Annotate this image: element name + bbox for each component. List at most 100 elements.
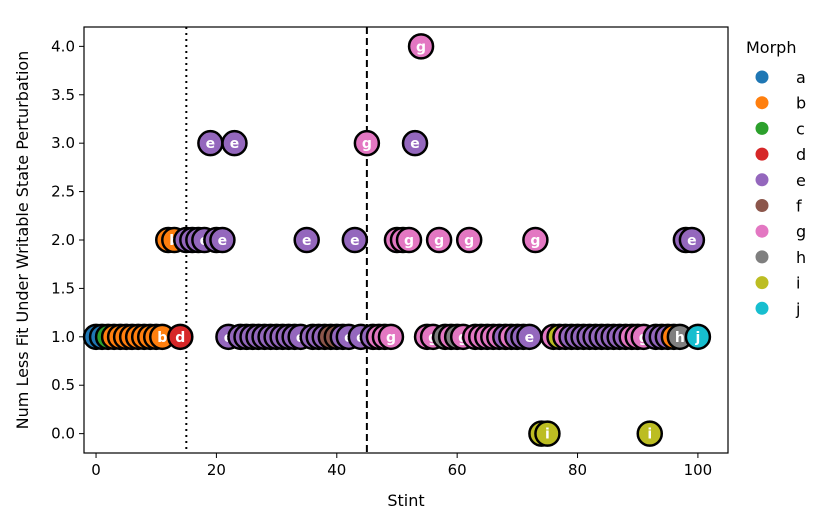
data-point: e bbox=[209, 226, 236, 254]
legend-marker-d bbox=[755, 147, 769, 161]
data-point: e bbox=[401, 129, 429, 157]
point-label: h bbox=[675, 330, 685, 346]
point-label: g bbox=[362, 136, 372, 152]
point-label: e bbox=[687, 233, 697, 249]
legend-label-b: b bbox=[796, 94, 806, 113]
point-marker bbox=[684, 323, 712, 351]
point-label: b bbox=[157, 330, 167, 346]
y-tick-label: 0.5 bbox=[51, 376, 75, 394]
legend-marker-j bbox=[755, 301, 769, 315]
legend-label-e: e bbox=[796, 171, 806, 190]
y-tick-label: 3.5 bbox=[51, 86, 75, 104]
point-label: e bbox=[218, 233, 228, 249]
point-label: e bbox=[230, 136, 240, 152]
x-axis-ticks: 0 20 40 60 80 100 bbox=[91, 453, 712, 479]
legend-label-h: h bbox=[796, 248, 806, 267]
data-point: i bbox=[636, 420, 664, 447]
legend-label-f: f bbox=[796, 197, 802, 216]
point-label: e bbox=[302, 233, 312, 249]
legend-label-c: c bbox=[796, 119, 805, 138]
y-tick-label: 2.0 bbox=[51, 231, 75, 249]
data-point: g bbox=[522, 226, 549, 254]
point-marker bbox=[209, 226, 236, 254]
y-tick-label: 4.0 bbox=[51, 37, 75, 55]
data-point: e bbox=[221, 129, 248, 157]
legend-marker-b bbox=[755, 96, 769, 110]
legend-label-d: d bbox=[796, 145, 806, 164]
data-point: g bbox=[425, 226, 453, 254]
point-marker bbox=[341, 226, 369, 254]
legend-marker-g bbox=[755, 224, 769, 238]
x-tick-label: 0 bbox=[91, 461, 101, 479]
y-tick-label: 3.0 bbox=[51, 134, 75, 152]
legend-marker-i bbox=[755, 276, 769, 290]
point-marker bbox=[678, 226, 706, 254]
data-point: b bbox=[148, 323, 176, 351]
x-tick-label: 20 bbox=[207, 461, 226, 479]
point-label: i bbox=[545, 427, 550, 443]
data-point: g bbox=[455, 226, 483, 254]
data-point: g bbox=[377, 323, 405, 351]
x-tick-label: 80 bbox=[568, 461, 587, 479]
x-axis-title: Stint bbox=[387, 491, 424, 510]
point-label: g bbox=[464, 233, 474, 249]
point-label: g bbox=[416, 39, 426, 55]
y-tick-label: 1.5 bbox=[51, 279, 75, 297]
y-tick-label: 2.5 bbox=[51, 183, 75, 201]
legend-label-a: a bbox=[796, 68, 806, 87]
legend-label-g: g bbox=[796, 222, 806, 241]
data-point: e bbox=[678, 226, 706, 254]
y-tick-label: 0.0 bbox=[51, 425, 75, 443]
data-point: d bbox=[167, 323, 194, 351]
point-marker bbox=[167, 323, 194, 351]
point-label: g bbox=[434, 233, 444, 249]
point-label: e bbox=[525, 330, 535, 346]
point-marker bbox=[407, 33, 435, 60]
point-marker bbox=[221, 129, 248, 157]
point-label: e bbox=[206, 136, 216, 152]
data-point: e bbox=[197, 129, 224, 157]
data-point: e bbox=[341, 226, 369, 254]
y-axis-title: Num Less Fit Under Writable State Pertur… bbox=[13, 51, 32, 430]
legend-marker-a bbox=[755, 70, 769, 84]
x-tick-label: 40 bbox=[327, 461, 346, 479]
point-marker bbox=[534, 420, 561, 447]
point-marker bbox=[455, 226, 483, 254]
legend-marker-f bbox=[755, 199, 769, 212]
legend-label-i: i bbox=[796, 274, 800, 293]
data-point: g bbox=[407, 33, 435, 60]
point-label: g bbox=[530, 233, 540, 249]
point-marker bbox=[377, 323, 405, 351]
data-points: aacbbbbbbbbbbbdeeeeeeeeeeeeeeeeeeeeeeeef… bbox=[82, 33, 712, 447]
x-tick-label: 100 bbox=[684, 461, 713, 479]
data-point: e bbox=[293, 226, 320, 254]
point-label: d bbox=[175, 330, 185, 346]
point-marker bbox=[401, 129, 429, 157]
legend-label-j: j bbox=[795, 299, 800, 318]
data-point: j bbox=[684, 323, 712, 351]
point-label: i bbox=[647, 427, 652, 443]
legend-marker-c bbox=[755, 121, 769, 135]
y-axis-ticks: 0.00.51.01.52.02.53.03.54.0 bbox=[51, 37, 84, 443]
point-label: j bbox=[695, 330, 701, 346]
point-label: e bbox=[350, 233, 360, 249]
data-point: e bbox=[516, 323, 543, 351]
point-label: g bbox=[404, 233, 414, 249]
point-marker bbox=[636, 420, 664, 447]
legend-marker-h bbox=[755, 250, 769, 264]
data-point: g bbox=[395, 226, 423, 254]
point-marker bbox=[522, 226, 549, 254]
point-marker bbox=[353, 129, 381, 157]
legend-title: Morph bbox=[746, 38, 796, 57]
legend-marker-e bbox=[755, 173, 769, 187]
point-marker bbox=[293, 226, 320, 254]
data-point: g bbox=[353, 129, 381, 157]
data-point: i bbox=[534, 420, 561, 447]
x-tick-label: 60 bbox=[448, 461, 467, 479]
point-label: e bbox=[410, 136, 420, 152]
point-label: g bbox=[386, 330, 396, 346]
point-marker bbox=[425, 226, 453, 254]
point-marker bbox=[395, 226, 423, 254]
